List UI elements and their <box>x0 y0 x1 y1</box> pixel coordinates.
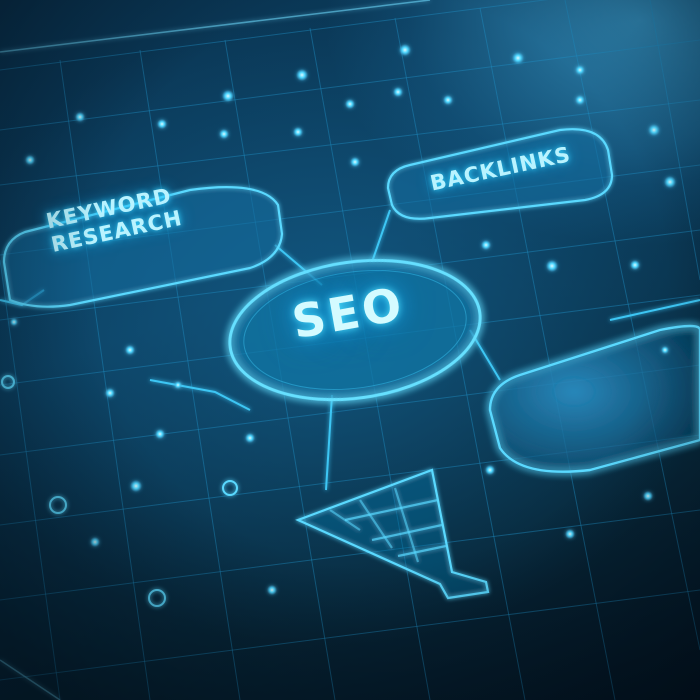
connector-seo-funnel <box>325 394 333 491</box>
connector-backlinks-seo <box>371 209 391 263</box>
node-blank-panel <box>488 324 700 473</box>
